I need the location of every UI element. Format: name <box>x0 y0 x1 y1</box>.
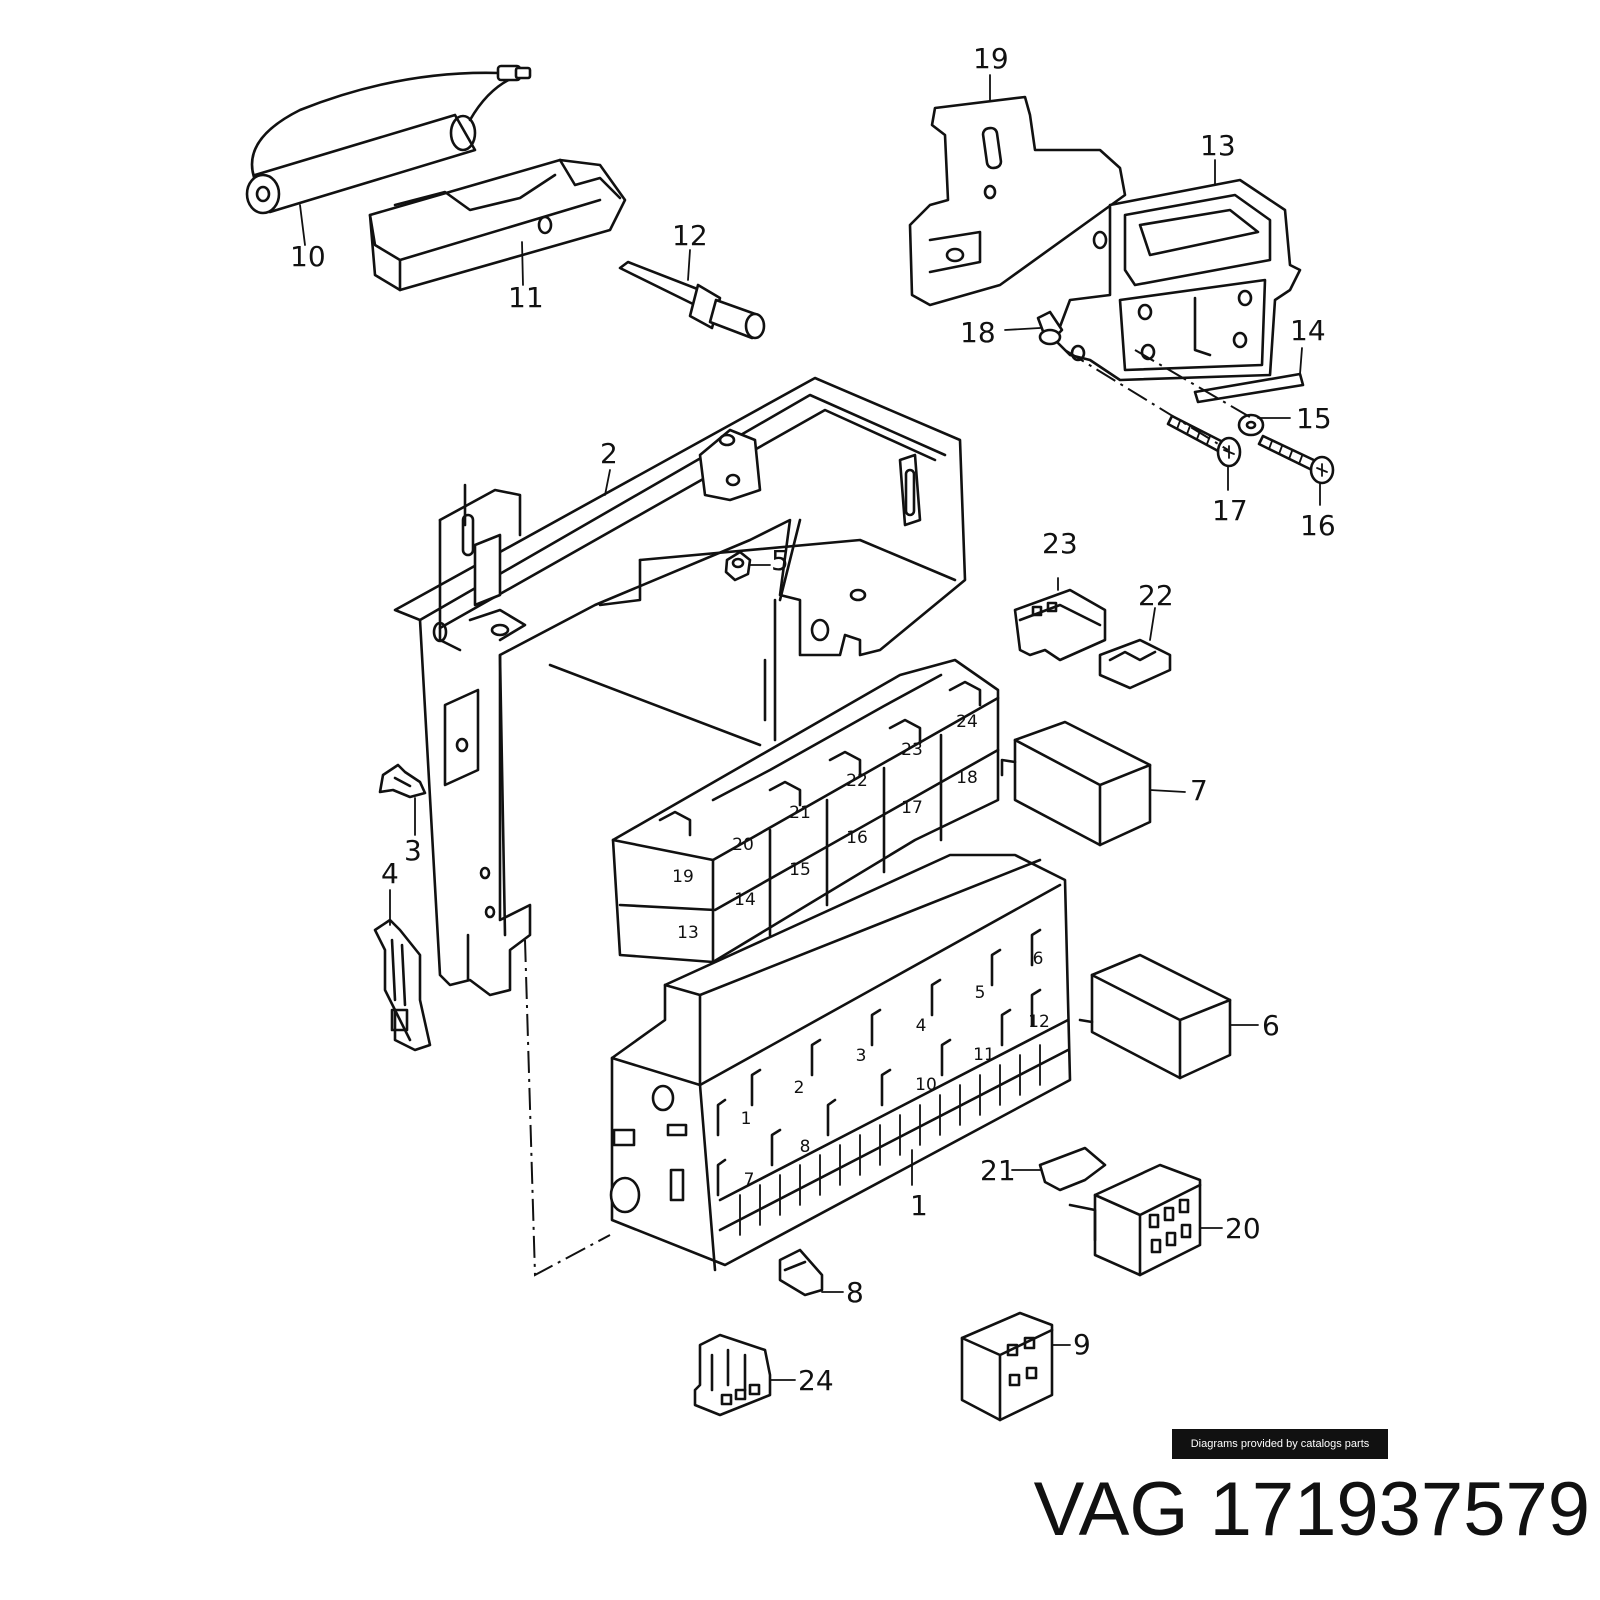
callout-20: 20 <box>1225 1212 1261 1245</box>
relay-slot-label: 13 <box>677 923 699 943</box>
screw-axis-line <box>1134 349 1256 421</box>
relay-slot-label: 22 <box>846 771 868 791</box>
callout-1: 1 <box>910 1189 928 1222</box>
callout-14: 14 <box>1290 314 1326 347</box>
callout-10: 10 <box>290 240 326 273</box>
callout-11: 11 <box>508 281 544 314</box>
part-16-screw <box>1257 434 1335 485</box>
part-7-relay <box>1000 720 1152 847</box>
relay-slot-label: 20 <box>732 835 754 855</box>
part-10-resistor <box>245 64 532 215</box>
part-18-clip <box>1036 310 1064 346</box>
fuse-slot-label: 1 <box>741 1109 752 1129</box>
callout-12: 12 <box>672 219 708 252</box>
screw-axis-line <box>1064 349 1229 451</box>
relay-slot-label: 21 <box>789 803 811 823</box>
part-22-connector <box>1098 638 1172 690</box>
callout-18: 18 <box>960 316 996 349</box>
assembly-axis-line <box>524 939 611 1277</box>
fuse-slot-label: 3 <box>856 1046 867 1066</box>
fuse-slot-label: 4 <box>916 1016 927 1036</box>
relay-slot-label: 19 <box>672 867 694 887</box>
part-14-strip <box>1193 347 1305 404</box>
relay-slot-label: 24 <box>956 712 978 732</box>
part-8-clip <box>778 1248 824 1297</box>
callout-2: 2 <box>600 437 618 470</box>
relay-carrier <box>611 658 1000 964</box>
callout-21: 21 <box>980 1154 1016 1187</box>
relay-slot-label: 23 <box>901 740 923 760</box>
callout-8: 8 <box>846 1276 864 1309</box>
relay-slot-label: 16 <box>846 828 868 848</box>
callout-5: 5 <box>771 544 789 577</box>
callout-19: 19 <box>973 42 1009 75</box>
callout-13: 13 <box>1200 129 1236 162</box>
part-number-title: VAG 171937579 <box>1033 1467 1590 1552</box>
part-3-clip <box>378 763 427 799</box>
part-2-frame <box>393 376 967 997</box>
callout-6: 6 <box>1262 1009 1280 1042</box>
callout-7: 7 <box>1190 774 1208 807</box>
fuse-slot-label: 10 <box>915 1075 937 1095</box>
part-11-bracket <box>368 158 627 292</box>
callout-3: 3 <box>404 834 422 867</box>
fuse-slot-label: 6 <box>1033 949 1044 969</box>
leader-lines <box>299 74 1321 1381</box>
part-6-relay <box>1078 953 1232 1080</box>
relay-slot-label: 15 <box>789 860 811 880</box>
part-13-housing <box>1053 178 1302 382</box>
relay-slot-label: 17 <box>901 798 923 818</box>
fuse-slot-label: 12 <box>1028 1012 1050 1032</box>
relay-slot-label: 18 <box>956 768 978 788</box>
part-9-connector <box>960 1311 1054 1422</box>
watermark-label: Diagrams provided by catalogs parts <box>1172 1429 1388 1459</box>
fuse-slot-label: 7 <box>744 1170 755 1190</box>
part-20-connector <box>1068 1163 1202 1277</box>
part-1-fuse-block <box>609 853 1072 1272</box>
fuse-slot-label: 8 <box>800 1137 811 1157</box>
callout-15: 15 <box>1296 402 1332 435</box>
fuse-slot-label: 2 <box>794 1078 805 1098</box>
part-5-nut <box>724 550 752 582</box>
part-19-mounting-plate <box>908 95 1127 307</box>
part-4-clip <box>373 918 432 1052</box>
part-12-pin <box>618 260 766 340</box>
part-24-connector <box>693 1333 772 1417</box>
part-23-connector <box>1013 588 1107 662</box>
callout-22: 22 <box>1138 579 1174 612</box>
fuse-slot-label: 11 <box>973 1045 995 1065</box>
part-15-washer <box>1237 413 1265 437</box>
part-21-connector <box>1038 1146 1107 1192</box>
part-17-screw <box>1166 414 1242 468</box>
callout-23: 23 <box>1042 527 1078 560</box>
fuse-slot-label: 5 <box>975 983 986 1003</box>
callout-4: 4 <box>381 857 399 890</box>
callout-17: 17 <box>1212 494 1248 527</box>
callout-16: 16 <box>1300 509 1336 542</box>
callout-9: 9 <box>1073 1328 1091 1361</box>
relay-slot-label: 14 <box>734 890 756 910</box>
callout-24: 24 <box>798 1364 834 1397</box>
callout-labels: 1 2 3 4 5 6 7 8 9 10 11 12 13 14 15 16 1… <box>290 42 1336 1397</box>
